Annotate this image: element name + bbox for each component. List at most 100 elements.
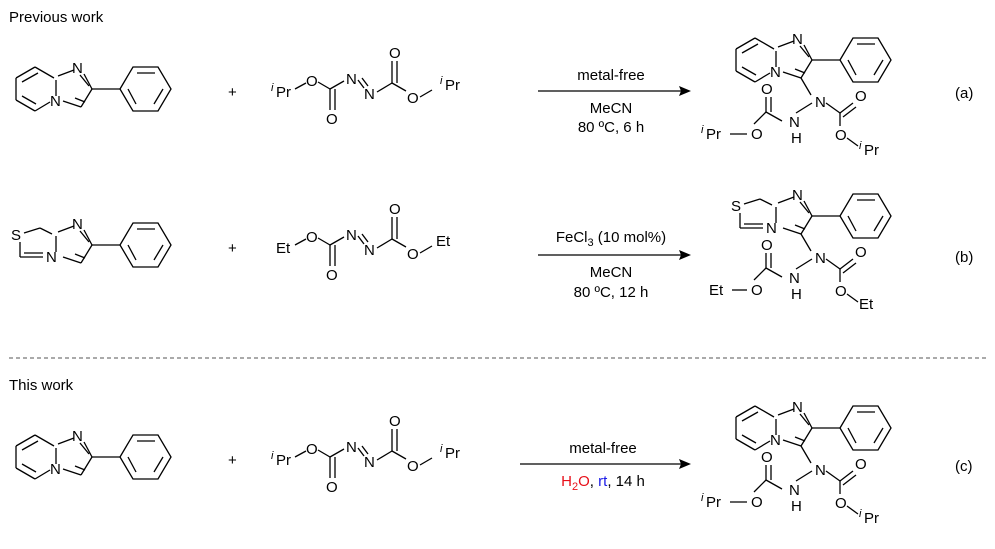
atom-o: O (835, 495, 847, 512)
reaction-arrow-a: metal-free MeCN 80 ºC, 6 h (538, 67, 691, 136)
reaction-label: (c) (955, 458, 973, 475)
atom-n: N (72, 428, 83, 445)
atom-s: S (731, 198, 741, 215)
atom-pr: Pr (445, 445, 460, 462)
reaction-label: (b) (955, 249, 973, 266)
atom-o: O (407, 246, 419, 263)
condition-catalyst: FeCl3 (10 mol%) (556, 229, 666, 249)
atom-n: N (46, 249, 57, 266)
atom-pr: Pr (276, 452, 291, 469)
atom-n: N (789, 114, 800, 131)
atom-o: O (306, 441, 318, 458)
iso-prefix: i (701, 124, 704, 136)
atom-n: N (50, 461, 61, 478)
atom-o: O (326, 479, 338, 496)
atom-pr: Pr (706, 126, 721, 143)
condition-solvent: MeCN (590, 100, 633, 117)
iso-prefix: i (271, 450, 274, 462)
atom-n: N (766, 220, 777, 237)
section-label-this-work: This work (9, 377, 74, 394)
condition-temp-time: 80 ºC, 12 h (574, 284, 649, 301)
atom-n: N (364, 454, 375, 471)
atom-n: N (72, 60, 83, 77)
atom-o: O (407, 90, 419, 107)
condition-solvent: MeCN (590, 264, 633, 281)
atom-h: H (791, 130, 802, 147)
imidazopyridine-substrate: N N (15, 428, 172, 480)
atom-n: N (770, 64, 781, 81)
atom-h: H (791, 286, 802, 303)
atom-o: O (761, 81, 773, 98)
iso-prefix: i (859, 508, 862, 520)
product-c: N N N N H O O i Pr O O i Pr (701, 399, 892, 527)
plus-sign: + (228, 240, 237, 257)
atom-pr: Pr (706, 494, 721, 511)
atom-n: N (346, 71, 357, 88)
atom-n: N (792, 399, 803, 416)
atom-n: N (815, 94, 826, 111)
iso-prefix: i (701, 492, 704, 504)
plus-sign: + (228, 84, 237, 101)
condition-above: metal-free (577, 67, 645, 84)
atom-n: N (792, 187, 803, 204)
atom-o: O (751, 126, 763, 143)
atom-o: O (855, 88, 867, 105)
atom-n: N (346, 227, 357, 244)
atom-o: O (835, 127, 847, 144)
atom-pr: Pr (276, 84, 291, 101)
atom-n: N (770, 432, 781, 449)
atom-o: O (407, 458, 419, 475)
atom-et: Et (276, 240, 291, 257)
plus-sign: + (228, 452, 237, 469)
atom-o: O (306, 229, 318, 246)
condition-above: metal-free (569, 440, 637, 457)
diisopropyl-azodicarboxylate: i Pr O O N N O O i Pr (271, 413, 460, 496)
atom-et: Et (436, 233, 451, 250)
atom-o: O (751, 282, 763, 299)
iso-prefix: i (271, 82, 274, 94)
atom-o: O (855, 244, 867, 261)
atom-n: N (364, 86, 375, 103)
condition-water-rt-time: H2O, rt, 14 h (561, 473, 645, 493)
atom-et: Et (859, 296, 874, 313)
atom-o: O (326, 111, 338, 128)
atom-n: N (346, 439, 357, 456)
atom-n: N (364, 242, 375, 259)
reaction-arrow-b: FeCl3 (10 mol%) MeCN 80 ºC, 12 h (538, 229, 691, 301)
imidazopyridine-substrate: N N (15, 60, 172, 112)
product-a: N N N N H O O i Pr O O i Pr (701, 31, 892, 159)
diethyl-azodicarboxylate: Et O O N N O O Et (276, 201, 451, 284)
atom-n: N (789, 482, 800, 499)
reaction-c: N N + i Pr O O N N O O i Pr (15, 399, 973, 527)
atom-n: N (72, 216, 83, 233)
atom-o: O (835, 283, 847, 300)
atom-n: N (815, 250, 826, 267)
atom-o: O (855, 456, 867, 473)
reaction-b: S N N + Et O O N N O O Et (11, 187, 973, 313)
atom-o: O (389, 413, 401, 430)
atom-n: N (792, 31, 803, 48)
condition-temp-time: 80 ºC, 6 h (578, 119, 644, 136)
product-b: S N N N N H O O Et O O Et (709, 187, 892, 313)
atom-pr: Pr (864, 510, 879, 527)
reaction-label: (a) (955, 85, 973, 102)
atom-o: O (306, 73, 318, 90)
atom-n: N (815, 462, 826, 479)
diisopropyl-azodicarboxylate: i Pr O O N N O O i Pr (271, 45, 460, 128)
iso-prefix: i (440, 443, 443, 455)
reaction-arrow-c: metal-free H2O, rt, 14 h (520, 440, 691, 493)
atom-o: O (761, 449, 773, 466)
atom-n: N (50, 93, 61, 110)
atom-et: Et (709, 282, 724, 299)
iso-prefix: i (440, 75, 443, 87)
atom-pr: Pr (864, 142, 879, 159)
atom-s: S (11, 227, 21, 244)
atom-o: O (751, 494, 763, 511)
atom-o: O (389, 45, 401, 62)
atom-pr: Pr (445, 77, 460, 94)
atom-o: O (326, 267, 338, 284)
imidazothiazole-substrate: S N N (11, 216, 172, 268)
atom-n: N (789, 270, 800, 287)
iso-prefix: i (859, 140, 862, 152)
